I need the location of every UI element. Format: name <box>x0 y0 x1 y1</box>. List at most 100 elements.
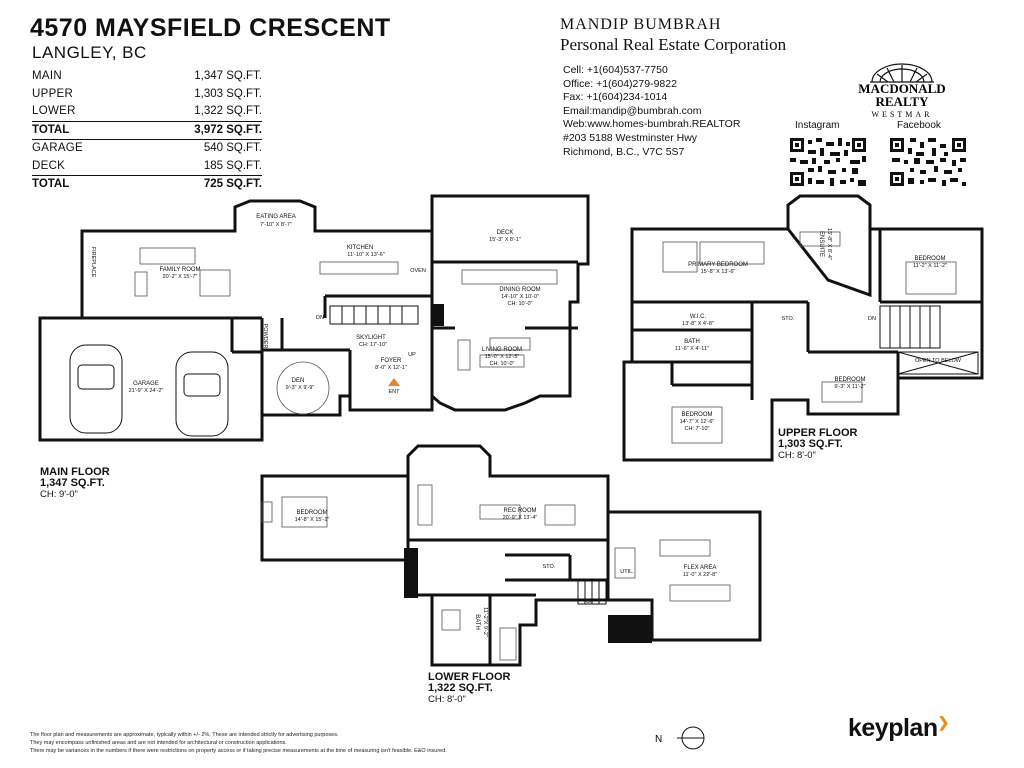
main-floor-outline <box>38 194 590 442</box>
open-to-below <box>897 351 979 375</box>
svg-text:9'-3" X 9'-9": 9'-3" X 9'-9" <box>286 385 315 391</box>
property-title: 4570 MAYSFIELD CRESCENT <box>30 14 391 42</box>
svg-text:MACDONALD: MACDONALD <box>858 81 945 96</box>
main-floor-label: MAIN FLOOR 1,347 SQ.FT. CH: 9'-0" <box>40 466 110 501</box>
open-to-below-label: OPEN TO BELOW <box>915 358 962 364</box>
room-bedroom-upper-2: BEDROOM <box>681 412 712 418</box>
upper-dn-label: DN <box>868 316 876 322</box>
svg-text:15'-3" X 8'-1": 15'-3" X 8'-1" <box>489 237 521 243</box>
contact-office[interactable]: Office: +1(604)279-9822 <box>563 77 677 90</box>
svg-text:WESTMAR: WESTMAR <box>872 110 933 119</box>
oven-label: OVEN <box>410 268 426 274</box>
svg-text:CH: 7'-10": CH: 7'-10" <box>684 426 709 432</box>
svg-text:21'-9" X 24'-2": 21'-9" X 24'-2" <box>129 388 164 394</box>
svg-text:13'-8" X 4'-8": 13'-8" X 4'-8" <box>682 321 714 327</box>
room-living: LIVING ROOM <box>482 347 522 353</box>
svg-text:15'-8" X 13'-6": 15'-8" X 13'-6" <box>701 269 736 275</box>
wall-block <box>608 615 652 643</box>
svg-text:20'-9" X 13'-4": 20'-9" X 13'-4" <box>503 515 538 521</box>
room-bedroom-upper-3: BEDROOM <box>834 377 865 383</box>
room-bedroom-upper-1: BEDROOM <box>914 256 945 262</box>
svg-text:N: N <box>655 734 662 745</box>
svg-text:9'-3" X 11'-2": 9'-3" X 11'-2" <box>834 384 865 390</box>
lower-sto-label: STO. <box>543 564 556 570</box>
entry-arrow <box>388 378 400 386</box>
room-bath-upper: BATH <box>684 339 700 345</box>
agent-contact-block: Cell: +1(604)537-7750 Office: +1(604)279… <box>563 64 740 159</box>
wall-block <box>432 304 444 326</box>
agent-name: MANDIP BUMBRAH <box>560 16 722 33</box>
facebook-label: Facebook <box>897 120 941 131</box>
furniture <box>134 231 957 661</box>
svg-text:REALTY: REALTY <box>876 94 930 109</box>
room-den: DEN <box>292 378 305 384</box>
main-stairs <box>329 305 419 325</box>
main-dn-label: DN <box>316 315 324 321</box>
room-family: FAMILY ROOM <box>159 267 200 273</box>
upper-sto-label: STO. <box>782 316 795 322</box>
wall-block <box>404 548 418 598</box>
svg-text:7'-10" X 8'-7": 7'-10" X 8'-7" <box>260 222 292 228</box>
powder-label: POWDER <box>262 324 268 349</box>
lower-floor-label: LOWER FLOOR 1,322 SQ.FT. CH: 8'-0" <box>428 671 511 706</box>
room-primary-bedroom: PRIMARY BEDROOM <box>688 262 748 268</box>
room-wic: W.I.C. <box>690 314 707 320</box>
room-deck: DECK <box>497 230 514 236</box>
instagram-qr-code[interactable] <box>790 138 866 186</box>
north-compass-icon: N <box>655 726 705 750</box>
macdonald-realty-logo: MACDONALD REALTY WESTMAR <box>858 63 946 119</box>
svg-text:11'-2"X 9'-2": 11'-2"X 9'-2" <box>482 607 488 637</box>
svg-text:14'-10" X 10'-0": 14'-10" X 10'-0" <box>501 294 539 300</box>
svg-text:CH: 17'-10": CH: 17'-10" <box>359 342 387 348</box>
skylight-label: SKYLIGHT <box>356 335 386 341</box>
room-ensuite: ENSUITE <box>818 231 824 257</box>
room-garage: GARAGE <box>133 381 159 387</box>
garage-cars <box>69 344 229 437</box>
keyplan-mark-icon: ❯ <box>937 714 950 730</box>
svg-text:20'-2" X 15'-7": 20'-2" X 15'-7" <box>163 274 198 280</box>
upper-floor-label: UPPER FLOOR 1,303 SQ.FT. CH: 8'-0" <box>778 427 858 462</box>
svg-text:15'-8" X 8'-4": 15'-8" X 8'-4" <box>826 228 832 260</box>
fireplace-label: FIREPLACE <box>90 247 96 278</box>
entry-label: ENT <box>389 389 401 395</box>
property-city: LANGLEY, BC <box>32 43 147 62</box>
keyplan-logo: keyplan❯ <box>848 714 950 742</box>
main-up-label: UP <box>408 352 416 358</box>
svg-text:11'-0" X 22'-8": 11'-0" X 22'-8" <box>683 572 717 578</box>
contact-address-line2: Richmond, B.C., V7C 5S7 <box>563 145 685 158</box>
svg-text:8'-0" X 12'-1": 8'-0" X 12'-1" <box>375 365 407 371</box>
facebook-qr-code[interactable] <box>890 138 966 186</box>
room-rec: REC ROOM <box>504 508 537 514</box>
room-dining: DINING ROOM <box>499 287 540 293</box>
svg-text:CH: 10'-0": CH: 10'-0" <box>507 301 532 307</box>
disclaimer: The floor plan and measurements are appr… <box>30 732 447 754</box>
svg-text:CH: 10'-0": CH: 10'-0" <box>489 361 514 367</box>
upper-floor-outline <box>622 194 984 462</box>
contact-email[interactable]: Email:mandip@bumbrah.com <box>563 104 702 117</box>
contact-fax: Fax: +1(604)234-1014 <box>563 91 668 104</box>
util-label: UTIL. <box>620 569 634 575</box>
svg-text:15'-0" X 12'-5": 15'-0" X 12'-5" <box>485 354 520 360</box>
room-bath-lower: BATH <box>474 614 480 630</box>
contact-address-line1: #203 5188 Westminster Hwy <box>563 131 698 144</box>
lower-up-label: UP <box>586 599 594 605</box>
contact-cell[interactable]: Cell: +1(604)537-7750 <box>563 64 668 76</box>
room-flex: FLEX AREA <box>684 565 717 571</box>
contact-web[interactable]: Web:www.homes-bumbrah.REALTOR <box>563 118 741 131</box>
room-eating-area: EATING AREA <box>256 214 296 220</box>
svg-text:11'-2" X 11'-2": 11'-2" X 11'-2" <box>913 263 947 269</box>
svg-text:11'-6" X 4'-11": 11'-6" X 4'-11" <box>675 346 709 352</box>
svg-text:11'-10" X 13'-6": 11'-10" X 13'-6" <box>347 252 384 258</box>
room-kitchen: KITCHEN <box>347 245 373 251</box>
svg-text:14'-7" X 12'-6": 14'-7" X 12'-6" <box>680 419 715 425</box>
instagram-label: Instagram <box>795 120 840 131</box>
